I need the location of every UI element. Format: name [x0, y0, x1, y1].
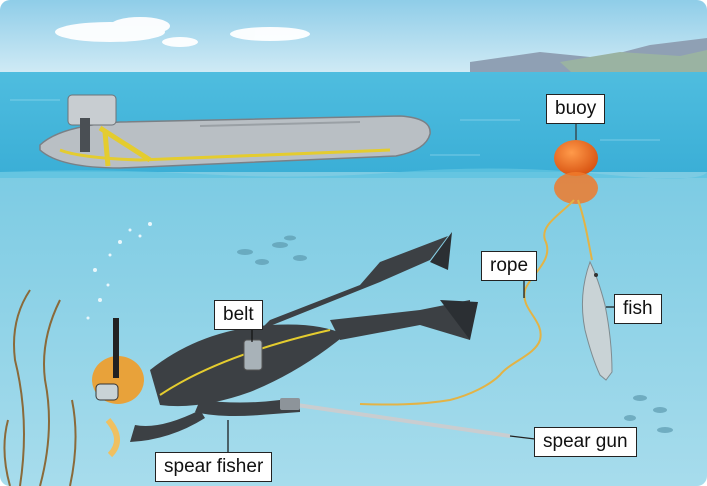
label-spear-gun: spear gun [534, 427, 637, 457]
label-buoy: buoy [546, 94, 605, 124]
label-spear-fisher: spear fisher [155, 452, 272, 482]
label-belt: belt [214, 300, 263, 330]
label-fish: fish [614, 294, 662, 324]
label-rope: rope [481, 251, 537, 281]
